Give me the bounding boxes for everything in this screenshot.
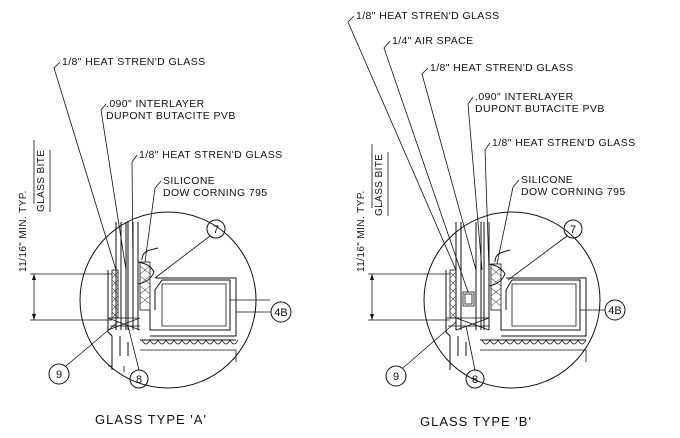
detail-b-note-dow-corning: DOW CORNING 795 bbox=[521, 186, 626, 198]
detail-a-callout-4b: 4B bbox=[236, 301, 292, 323]
detail-a-glass-plies bbox=[115, 222, 139, 330]
detail-a-silicone-bead bbox=[137, 261, 155, 285]
detail-b-note-air-space: 1/4" AIR SPACE bbox=[392, 35, 474, 47]
detail-a-notes: 1/8" HEAT STREN'D GLASS .090" INTERLAYER… bbox=[53, 56, 283, 271]
svg-text:9: 9 bbox=[56, 369, 62, 381]
detail-b-glass-bite-dimension: 11/16" MIN. TYP. GLASS BITE bbox=[356, 144, 450, 321]
detail-a-caption: GLASS TYPE 'A' bbox=[95, 412, 207, 427]
svg-text:4B: 4B bbox=[274, 307, 287, 319]
detail-b-glass-plies bbox=[455, 222, 490, 330]
detail-b: 11/16" MIN. TYP. GLASS BITE 1/8" HEAT ST… bbox=[347, 10, 636, 429]
detail-a: 11/16" MIN. TYP. GLASS BITE 1/8" HEAT ST… bbox=[18, 56, 292, 427]
detail-b-note-outer-glass: 1/8" HEAT STREN'D GLASS bbox=[356, 10, 500, 22]
svg-text:8: 8 bbox=[136, 374, 142, 386]
detail-b-callout-4b: 4B bbox=[604, 299, 626, 321]
detail-a-callout-9: 9 bbox=[48, 321, 119, 385]
detail-b-caption: GLASS TYPE 'B' bbox=[420, 414, 532, 429]
detail-b-callout-7: 7 bbox=[507, 219, 583, 281]
detail-b-callout-9: 9 bbox=[385, 321, 457, 387]
detail-b-note-interlayer: .090" INTERLAYER bbox=[475, 91, 574, 103]
detail-b-note-pvb: DUPONT BUTACITE PVB bbox=[475, 103, 605, 115]
detail-a-note-inner-glass: 1/8" HEAT STREN'D GLASS bbox=[139, 149, 283, 161]
detail-a-glass-bite-dimension: 11/16" MIN. TYP. GLASS BITE bbox=[18, 140, 112, 321]
detail-a-note-silicone: SILICONE bbox=[163, 175, 215, 187]
svg-text:7: 7 bbox=[570, 224, 576, 236]
detail-a-bite-text: GLASS BITE bbox=[36, 150, 47, 212]
detail-a-gasket bbox=[111, 261, 151, 319]
detail-b-note-silicone: SILICONE bbox=[521, 174, 573, 186]
svg-text:8: 8 bbox=[472, 374, 478, 386]
detail-b-notes: 1/8" HEAT STREN'D GLASS 1/4" AIR SPACE 1… bbox=[347, 10, 636, 293]
detail-a-note-interlayer: .090" INTERLAYER bbox=[106, 98, 205, 110]
detail-b-frame bbox=[445, 249, 605, 370]
detail-b-callout-8: 8 bbox=[465, 325, 485, 389]
detail-a-dim-text: 11/16" MIN. TYP. bbox=[18, 190, 29, 272]
detail-a-note-outer-glass: 1/8" HEAT STREN'D GLASS bbox=[62, 56, 206, 68]
detail-b-silicone-bead bbox=[488, 263, 506, 287]
detail-b-note-inner-glass: 1/8" HEAT STREN'D GLASS bbox=[492, 137, 636, 149]
detail-a-callout-7: 7 bbox=[154, 219, 226, 279]
detail-b-bite-text: GLASS BITE bbox=[374, 154, 385, 216]
detail-a-note-pvb: DUPONT BUTACITE PVB bbox=[106, 110, 236, 122]
svg-text:7: 7 bbox=[213, 224, 219, 236]
svg-text:4B: 4B bbox=[608, 305, 621, 317]
detail-b-dim-text: 11/16" MIN. TYP. bbox=[356, 190, 367, 272]
detail-b-note-middle-glass: 1/8" HEAT STREN'D GLASS bbox=[430, 62, 574, 74]
svg-text:9: 9 bbox=[393, 371, 399, 383]
detail-a-frame bbox=[107, 247, 270, 372]
detail-a-note-dow-corning: DOW CORNING 795 bbox=[163, 187, 268, 199]
detail-a-callout-8: 8 bbox=[127, 325, 149, 389]
detail-b-circle bbox=[423, 211, 601, 389]
